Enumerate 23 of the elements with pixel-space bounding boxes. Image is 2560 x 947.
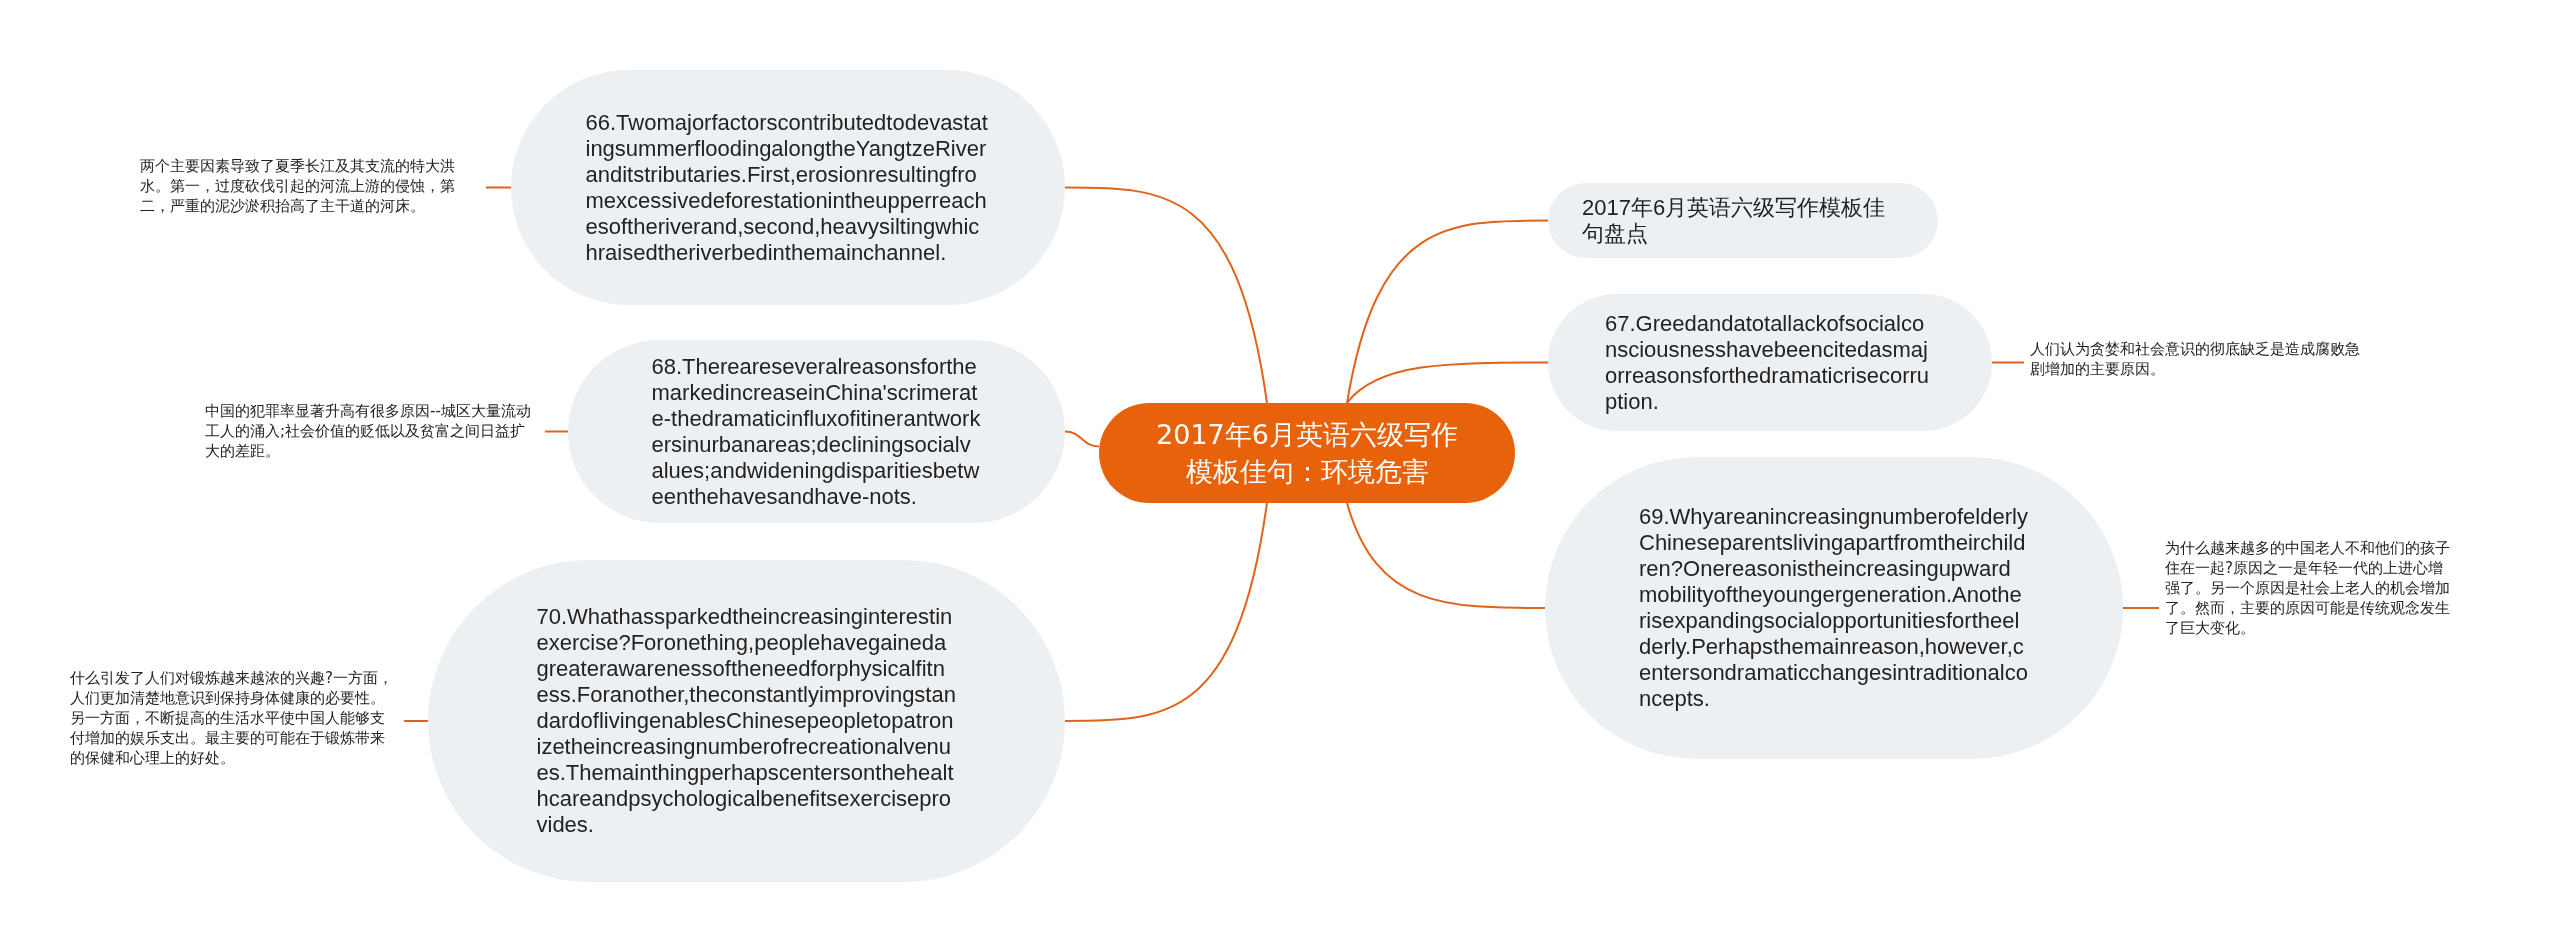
topic-text: 67.Greedandatotallackofsocialconsciousnesshavebeencitedasmajorreasonsforthedramaticrisecorruption. bbox=[1605, 310, 1931, 415]
topic-text: 70.Whathassparkedtheincreasinginterestinexercise?Foronething,peoplehavegainedagreaterawarenessoftheneedforphysicalfitness.Foranother,theconstantlyimprovingstandardoflivingenablesChinesepeopletopatronizetheincreasingnumberofrecreationalvenues.Themainthingperhapscentersonthehealthcareandpsychologicalbenefitsexerciseprovides. bbox=[536, 604, 957, 838]
connector-line bbox=[1064, 186, 1268, 404]
connector-line bbox=[544, 430, 569, 433]
connector-line bbox=[1064, 430, 1100, 448]
topic-text: 2017年6月英语六级写作模板佳句盘点 bbox=[1582, 194, 1887, 247]
note-text: 两个主要因素导致了夏季长江及其支流的特大洪水。第一，过度砍伐引起的河流上游的侵蚀，第二，严重的泥沙淤积抬高了主干道的河床。 bbox=[140, 156, 456, 216]
connector-line bbox=[1346, 219, 1549, 404]
connector-line bbox=[2122, 607, 2160, 609]
connector-line bbox=[1346, 502, 1546, 609]
connector-line bbox=[403, 720, 429, 722]
topic-text: 69.WhyareanincreasingnumberofelderlyChineseparentslivingapartfromtheirchildren?Onereasonistheincreasingupwardmobilityoftheyoungergeneration.Anotherisexpandingsocialopportunitiesfortheelderly.Perhapsthemainreason,however,centersondramaticchangesintraditionalconcepts. bbox=[1639, 504, 2029, 712]
note-text: 人们认为贪婪和社会意识的彻底缺乏是造成腐败急剧增加的主要原因。 bbox=[2030, 339, 2360, 379]
central-topic-text: 2017年6月英语六级写作模板佳句：环境危害 bbox=[1155, 418, 1459, 489]
connector-line bbox=[1991, 361, 2025, 364]
connector-line bbox=[1064, 502, 1268, 722]
connector-line bbox=[1346, 361, 1549, 404]
topic-text: 66.TwomajorfactorscontributedtodevastatingsummerfloodingalongtheYangtzeRiveranditstributaries.First,erosionresultingfromexcessivedeforestationintheupperreachesoftheriverand,second,heavysiltingwhichraisedtheriverbedinthemainchannel. bbox=[585, 109, 989, 266]
topic-text: 68.ThereareseveralreasonsforthemarkedincreaseinChina'scrimerate-thedramaticinfluxofitinerantworkersinurbanareas;decliningsocialvalues;andwideningdisparitiesbetweenthehavesandhave-nots. bbox=[651, 353, 982, 510]
connector-line bbox=[485, 186, 512, 189]
note-text: 什么引发了人们对锻炼越来越浓的兴趣?一方面，人们更加清楚地意识到保持身体健康的必要性。另一方面，不断提高的生活水平使中国人能够支付增加的娱乐支出。最主要的可能在于锻炼带来的保健和心理上的好处。 bbox=[70, 668, 394, 768]
note-text: 中国的犯罪率显著升高有很多原因--城区大量流动工人的涌入;社会价值的贬低以及贫富之间日益扩大的差距。 bbox=[205, 401, 532, 461]
note-text: 为什么越来越多的中国老人不和他们的孩子住在一起?原因之一是年轻一代的上进心增强了。另一个原因是社会上老人的机会增加了。然而，主要的原因可能是传统观念发生了巨大变化。 bbox=[2165, 538, 2451, 638]
